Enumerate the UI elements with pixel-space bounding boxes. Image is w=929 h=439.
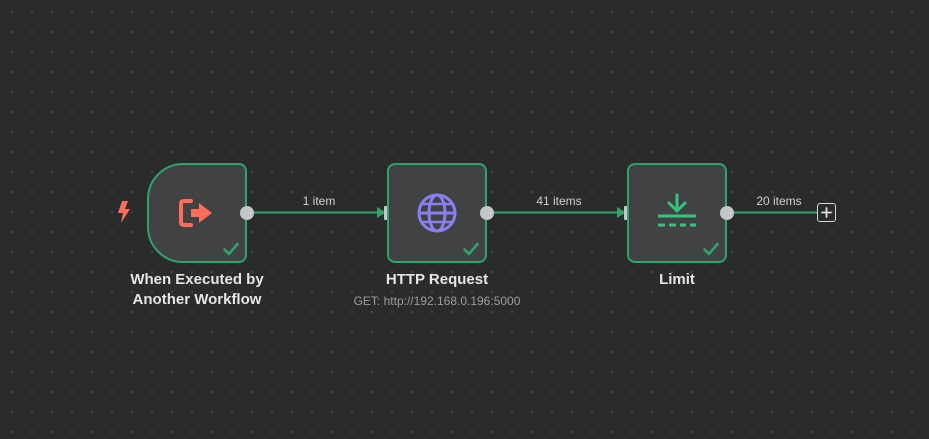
node-trigger[interactable] <box>147 163 247 263</box>
node-title-line-1: When Executed by <box>130 271 264 288</box>
limit-download-icon <box>658 193 696 227</box>
node-limit[interactable] <box>627 163 727 263</box>
node-title-limit: Limit <box>659 271 695 288</box>
output-port-limit[interactable] <box>720 205 734 220</box>
node-title-trigger: When Executed by Another Workflow <box>97 270 297 310</box>
output-port-trigger[interactable] <box>240 205 254 220</box>
node-title-line-2: Another Workflow <box>132 291 262 308</box>
node-subtitle-http: GET: http://192.168.0.196:5000 <box>353 294 521 308</box>
globe-icon <box>417 193 457 233</box>
trigger-bolt-icon <box>118 201 130 223</box>
edge-label-2: 41 items <box>536 194 582 208</box>
edge-http-limit[interactable] <box>494 207 626 218</box>
output-port-http[interactable] <box>480 205 494 220</box>
success-check-icon <box>463 242 479 256</box>
add-node-button[interactable] <box>817 203 836 222</box>
success-check-icon <box>703 242 719 256</box>
success-check-icon <box>223 242 239 256</box>
plus-icon <box>821 207 832 218</box>
edge-label-1: 1 item <box>302 194 336 208</box>
edge-label-3: 20 items <box>756 194 802 208</box>
node-title-http: HTTP Request <box>385 271 489 288</box>
edge-trigger-http[interactable] <box>254 207 386 218</box>
sign-out-icon <box>179 199 212 227</box>
node-http-request[interactable] <box>387 163 487 263</box>
